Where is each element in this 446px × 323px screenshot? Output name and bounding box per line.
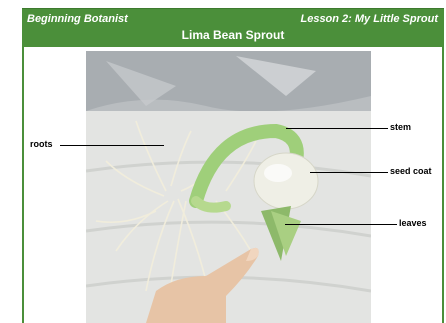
roots-label: roots bbox=[30, 139, 53, 149]
frame-left-border bbox=[22, 46, 24, 323]
stem-label: stem bbox=[390, 122, 411, 132]
seed-coat-leader-line bbox=[310, 172, 388, 173]
stem-leader-line bbox=[286, 128, 388, 129]
roots-leader-line bbox=[60, 145, 164, 146]
seed-coat-label: seed coat bbox=[390, 166, 432, 176]
lesson-title: Lesson 2: My Little Sprout bbox=[300, 13, 438, 25]
lesson-header: Beginning Botanist Lesson 2: My Little S… bbox=[22, 8, 444, 47]
frame-right-border bbox=[442, 46, 444, 323]
sprout-illustration bbox=[86, 51, 371, 323]
course-title: Beginning Botanist bbox=[27, 13, 128, 25]
leaves-label: leaves bbox=[399, 218, 427, 228]
page-title: Lima Bean Sprout bbox=[22, 28, 444, 42]
sprout-photo bbox=[86, 51, 371, 323]
leaves-leader-line bbox=[285, 224, 397, 225]
